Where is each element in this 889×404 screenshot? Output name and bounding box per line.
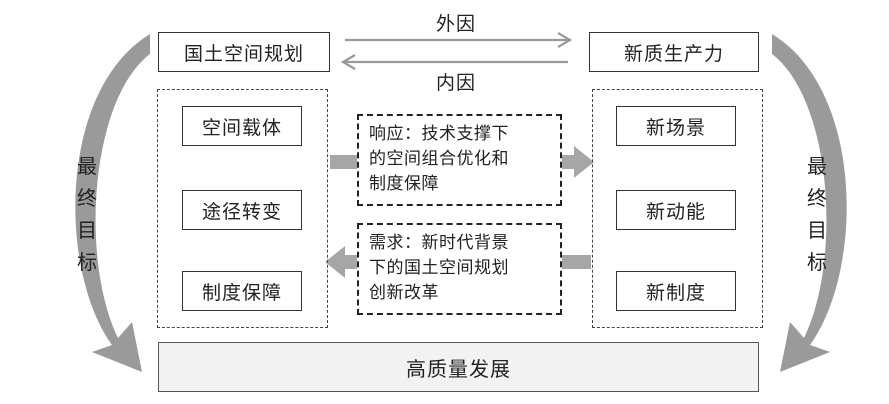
demand-line-1: 需求：新时代背景 bbox=[369, 233, 509, 253]
block-arrow-right-to-demand bbox=[561, 255, 591, 269]
spatial-planning-box: 国土空间规划 bbox=[158, 32, 330, 72]
high-quality-development-label: 高质量发展 bbox=[406, 356, 511, 381]
block-arrow-left-to-response bbox=[330, 155, 358, 169]
arrow-external-head bbox=[557, 32, 573, 48]
internal-cause-label: 内因 bbox=[436, 72, 477, 94]
right-dashed-group bbox=[592, 89, 763, 328]
productivity-box: 新质生产力 bbox=[589, 32, 759, 72]
spatial-planning-label: 国土空间规划 bbox=[183, 42, 304, 65]
response-line-3: 制度保障 bbox=[369, 174, 439, 194]
left-item-label: 途径转变 bbox=[201, 200, 282, 223]
demand-note: 需求：新时代背景 下的国土空间规划 创新改革 bbox=[357, 223, 562, 315]
right-item-new-system: 新制度 bbox=[616, 271, 736, 311]
response-line-1: 响应：技术支撑下 bbox=[369, 124, 509, 144]
right-item-new-momentum: 新动能 bbox=[616, 190, 736, 230]
left-item-label: 空间载体 bbox=[201, 116, 282, 139]
right-item-label: 新场景 bbox=[645, 116, 706, 139]
left-dashed-group bbox=[157, 89, 328, 328]
left-item-institution: 制度保障 bbox=[182, 271, 302, 311]
response-line-2: 的空间组合优化和 bbox=[369, 149, 509, 169]
left-item-path-change: 途径转变 bbox=[182, 190, 302, 230]
right-side-label: 最终目标 bbox=[807, 154, 827, 274]
right-item-label: 新制度 bbox=[645, 281, 706, 304]
block-arrow-demand-to-left bbox=[325, 246, 358, 278]
block-arrow-response-to-right bbox=[561, 146, 594, 178]
left-side-label: 最终目标 bbox=[77, 154, 97, 274]
right-item-new-scene: 新场景 bbox=[616, 106, 736, 146]
left-item-spatial-carrier: 空间载体 bbox=[182, 106, 302, 146]
left-item-label: 制度保障 bbox=[201, 281, 282, 304]
demand-line-2: 下的国土空间规划 bbox=[369, 258, 509, 278]
right-item-label: 新动能 bbox=[645, 200, 706, 223]
productivity-label: 新质生产力 bbox=[623, 42, 724, 65]
arrow-internal-head bbox=[340, 54, 356, 70]
external-cause-label: 外因 bbox=[436, 13, 477, 35]
response-note: 响应：技术支撑下 的空间组合优化和 制度保障 bbox=[357, 114, 562, 206]
demand-line-3: 创新改革 bbox=[369, 283, 439, 303]
high-quality-development-bar: 高质量发展 bbox=[158, 342, 759, 392]
